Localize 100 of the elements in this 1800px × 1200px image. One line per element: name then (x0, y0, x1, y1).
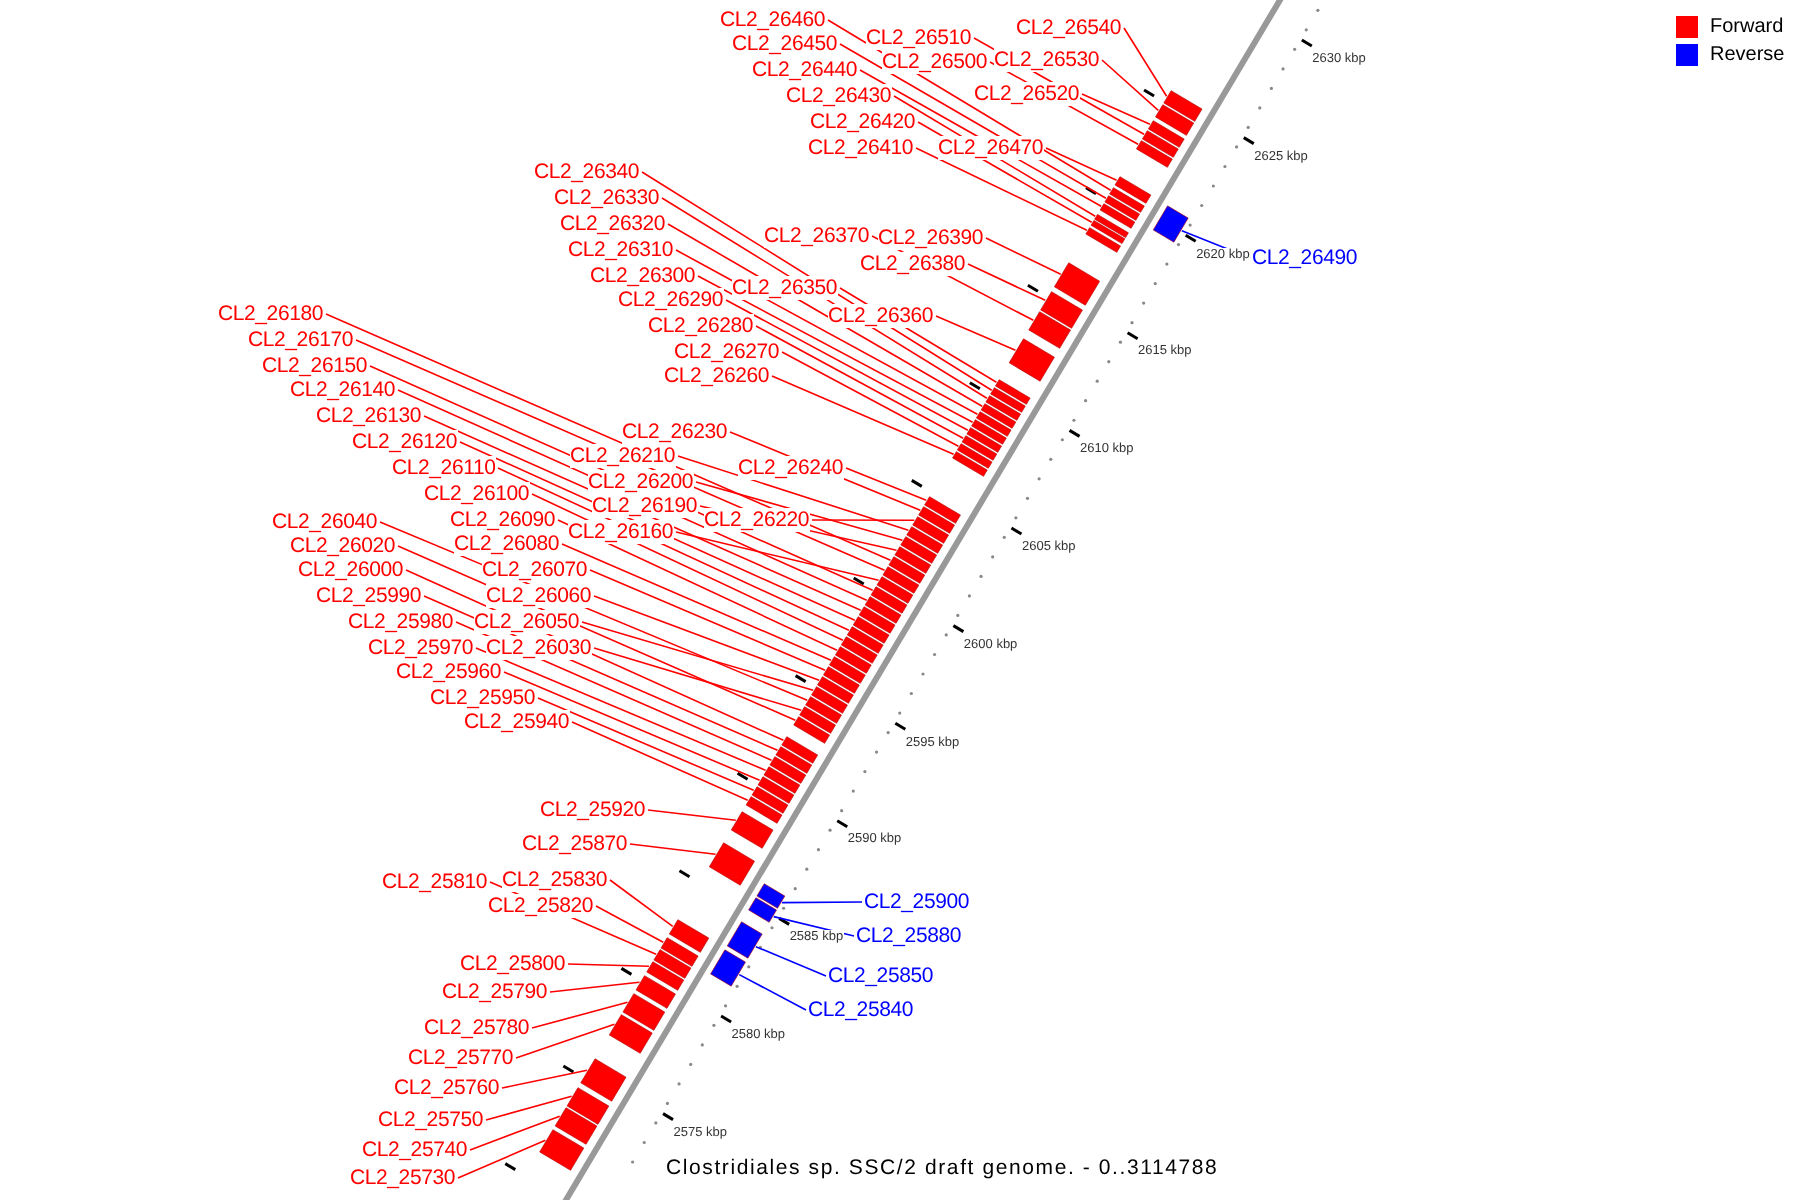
gene-label: CL2_26180 (218, 302, 323, 326)
gene-block (751, 786, 789, 814)
leader-line (561, 543, 832, 662)
gene-label: CL2_26210 (570, 444, 675, 468)
gene-label: CL2_25790 (442, 980, 547, 1004)
gene-block (1114, 176, 1152, 204)
leader-line (647, 809, 737, 822)
gene-label: CL2_25770 (408, 1046, 513, 1070)
gene-block (956, 443, 993, 469)
gene-block (852, 616, 890, 644)
gene-block (769, 756, 807, 784)
leader-line (581, 621, 814, 692)
gene-block (608, 1014, 653, 1054)
leader-line (1101, 59, 1160, 112)
gene-block (757, 776, 795, 804)
gene-label: CL2_26320 (560, 212, 665, 236)
leader-line (537, 697, 755, 792)
gene-block (975, 411, 1012, 437)
gene-label: CL2_26020 (290, 534, 395, 558)
gene-label: CL2_26040 (272, 510, 377, 534)
gene-block (971, 419, 1007, 445)
leader-line (457, 1139, 547, 1179)
gene-label: CL2_25800 (460, 952, 565, 976)
gene-label: CL2_25950 (430, 686, 535, 710)
leader-line (781, 901, 863, 904)
gene-block (1040, 291, 1083, 329)
leader-line (567, 963, 650, 968)
leader-line (1081, 93, 1151, 126)
gene-block (710, 949, 746, 987)
gene-block (660, 937, 699, 967)
caption: Clostridiales sp. SSC/2 draft genome. - 0..3114788 (666, 1156, 1219, 1180)
gene-block (730, 811, 774, 849)
gene-block (1085, 227, 1122, 253)
gene-label: CL2_26290 (618, 288, 723, 312)
gene-block (961, 435, 998, 461)
leader-line (501, 1069, 588, 1089)
legend-label: Reverse (1710, 44, 1785, 66)
gene-block (924, 496, 961, 524)
gene-block (811, 686, 848, 714)
gene-block (864, 596, 902, 624)
legend-label: Forward (1710, 16, 1784, 38)
gene-block (985, 395, 1022, 421)
gene-label: CL2_26030 (486, 636, 591, 660)
gene-block (1090, 219, 1126, 245)
gene-label: CL2_26470 (938, 136, 1043, 160)
gene-label: CL2_26070 (482, 558, 587, 582)
gene-label: CL2_26310 (568, 238, 673, 262)
gene-block (1155, 104, 1195, 136)
gene-block (1094, 213, 1129, 239)
gene-block (1152, 205, 1189, 243)
gene-block (994, 379, 1031, 405)
leader-line (781, 351, 960, 448)
gene-label: CL2_26230 (622, 420, 727, 444)
gene-label: CL2_25750 (378, 1108, 483, 1132)
gene-block (952, 451, 988, 477)
gene-label: CL2_26410 (808, 136, 913, 160)
leader-line (695, 481, 904, 542)
gene-label: CL2_25830 (502, 868, 607, 892)
gene-label: CL2_25900 (864, 890, 969, 914)
gene-label: CL2_25840 (808, 998, 913, 1022)
gene-label: CL2_26270 (674, 340, 779, 364)
gene-block (906, 526, 944, 554)
gene-block (876, 576, 914, 604)
gene-block (554, 1107, 598, 1145)
gene-label: CL2_26440 (752, 58, 857, 82)
leader-line (675, 249, 979, 416)
gene-block (653, 949, 692, 979)
gene-label: CL2_26330 (554, 186, 659, 210)
gene-label: CL2_26370 (764, 224, 869, 248)
gene-block (840, 636, 878, 664)
gene-block (846, 626, 884, 654)
gene-block (912, 516, 950, 544)
gene-label: CL2_26080 (454, 532, 559, 556)
gene-block (1053, 262, 1101, 306)
gene-block (635, 975, 676, 1009)
gene-label: CL2_26520 (974, 82, 1079, 106)
leader-line (485, 1095, 573, 1121)
gene-block (745, 796, 783, 824)
leader-line (725, 299, 969, 432)
leader-line (755, 325, 964, 440)
leader-line (675, 531, 880, 582)
gene-block (781, 736, 819, 764)
gene-block (1163, 90, 1203, 122)
gene-label: CL2_26130 (316, 404, 421, 428)
gene-block (888, 556, 926, 584)
gene-label: CL2_26300 (590, 264, 695, 288)
gene-block (823, 666, 860, 694)
gene-block (918, 506, 955, 534)
gene-label: CL2_26390 (878, 226, 983, 250)
leader-line (469, 1115, 561, 1151)
gene-block (966, 427, 1003, 453)
gene-block (668, 919, 710, 953)
gene-label: CL2_26170 (248, 328, 353, 352)
gene-label: CL2_26120 (352, 430, 457, 454)
gene-label: CL2_26110 (392, 456, 496, 480)
gene-block (894, 546, 932, 574)
leader-line (935, 315, 1017, 352)
gene-label: CL2_26450 (732, 32, 837, 56)
gene-block (828, 656, 866, 684)
leader-line (915, 147, 1088, 232)
